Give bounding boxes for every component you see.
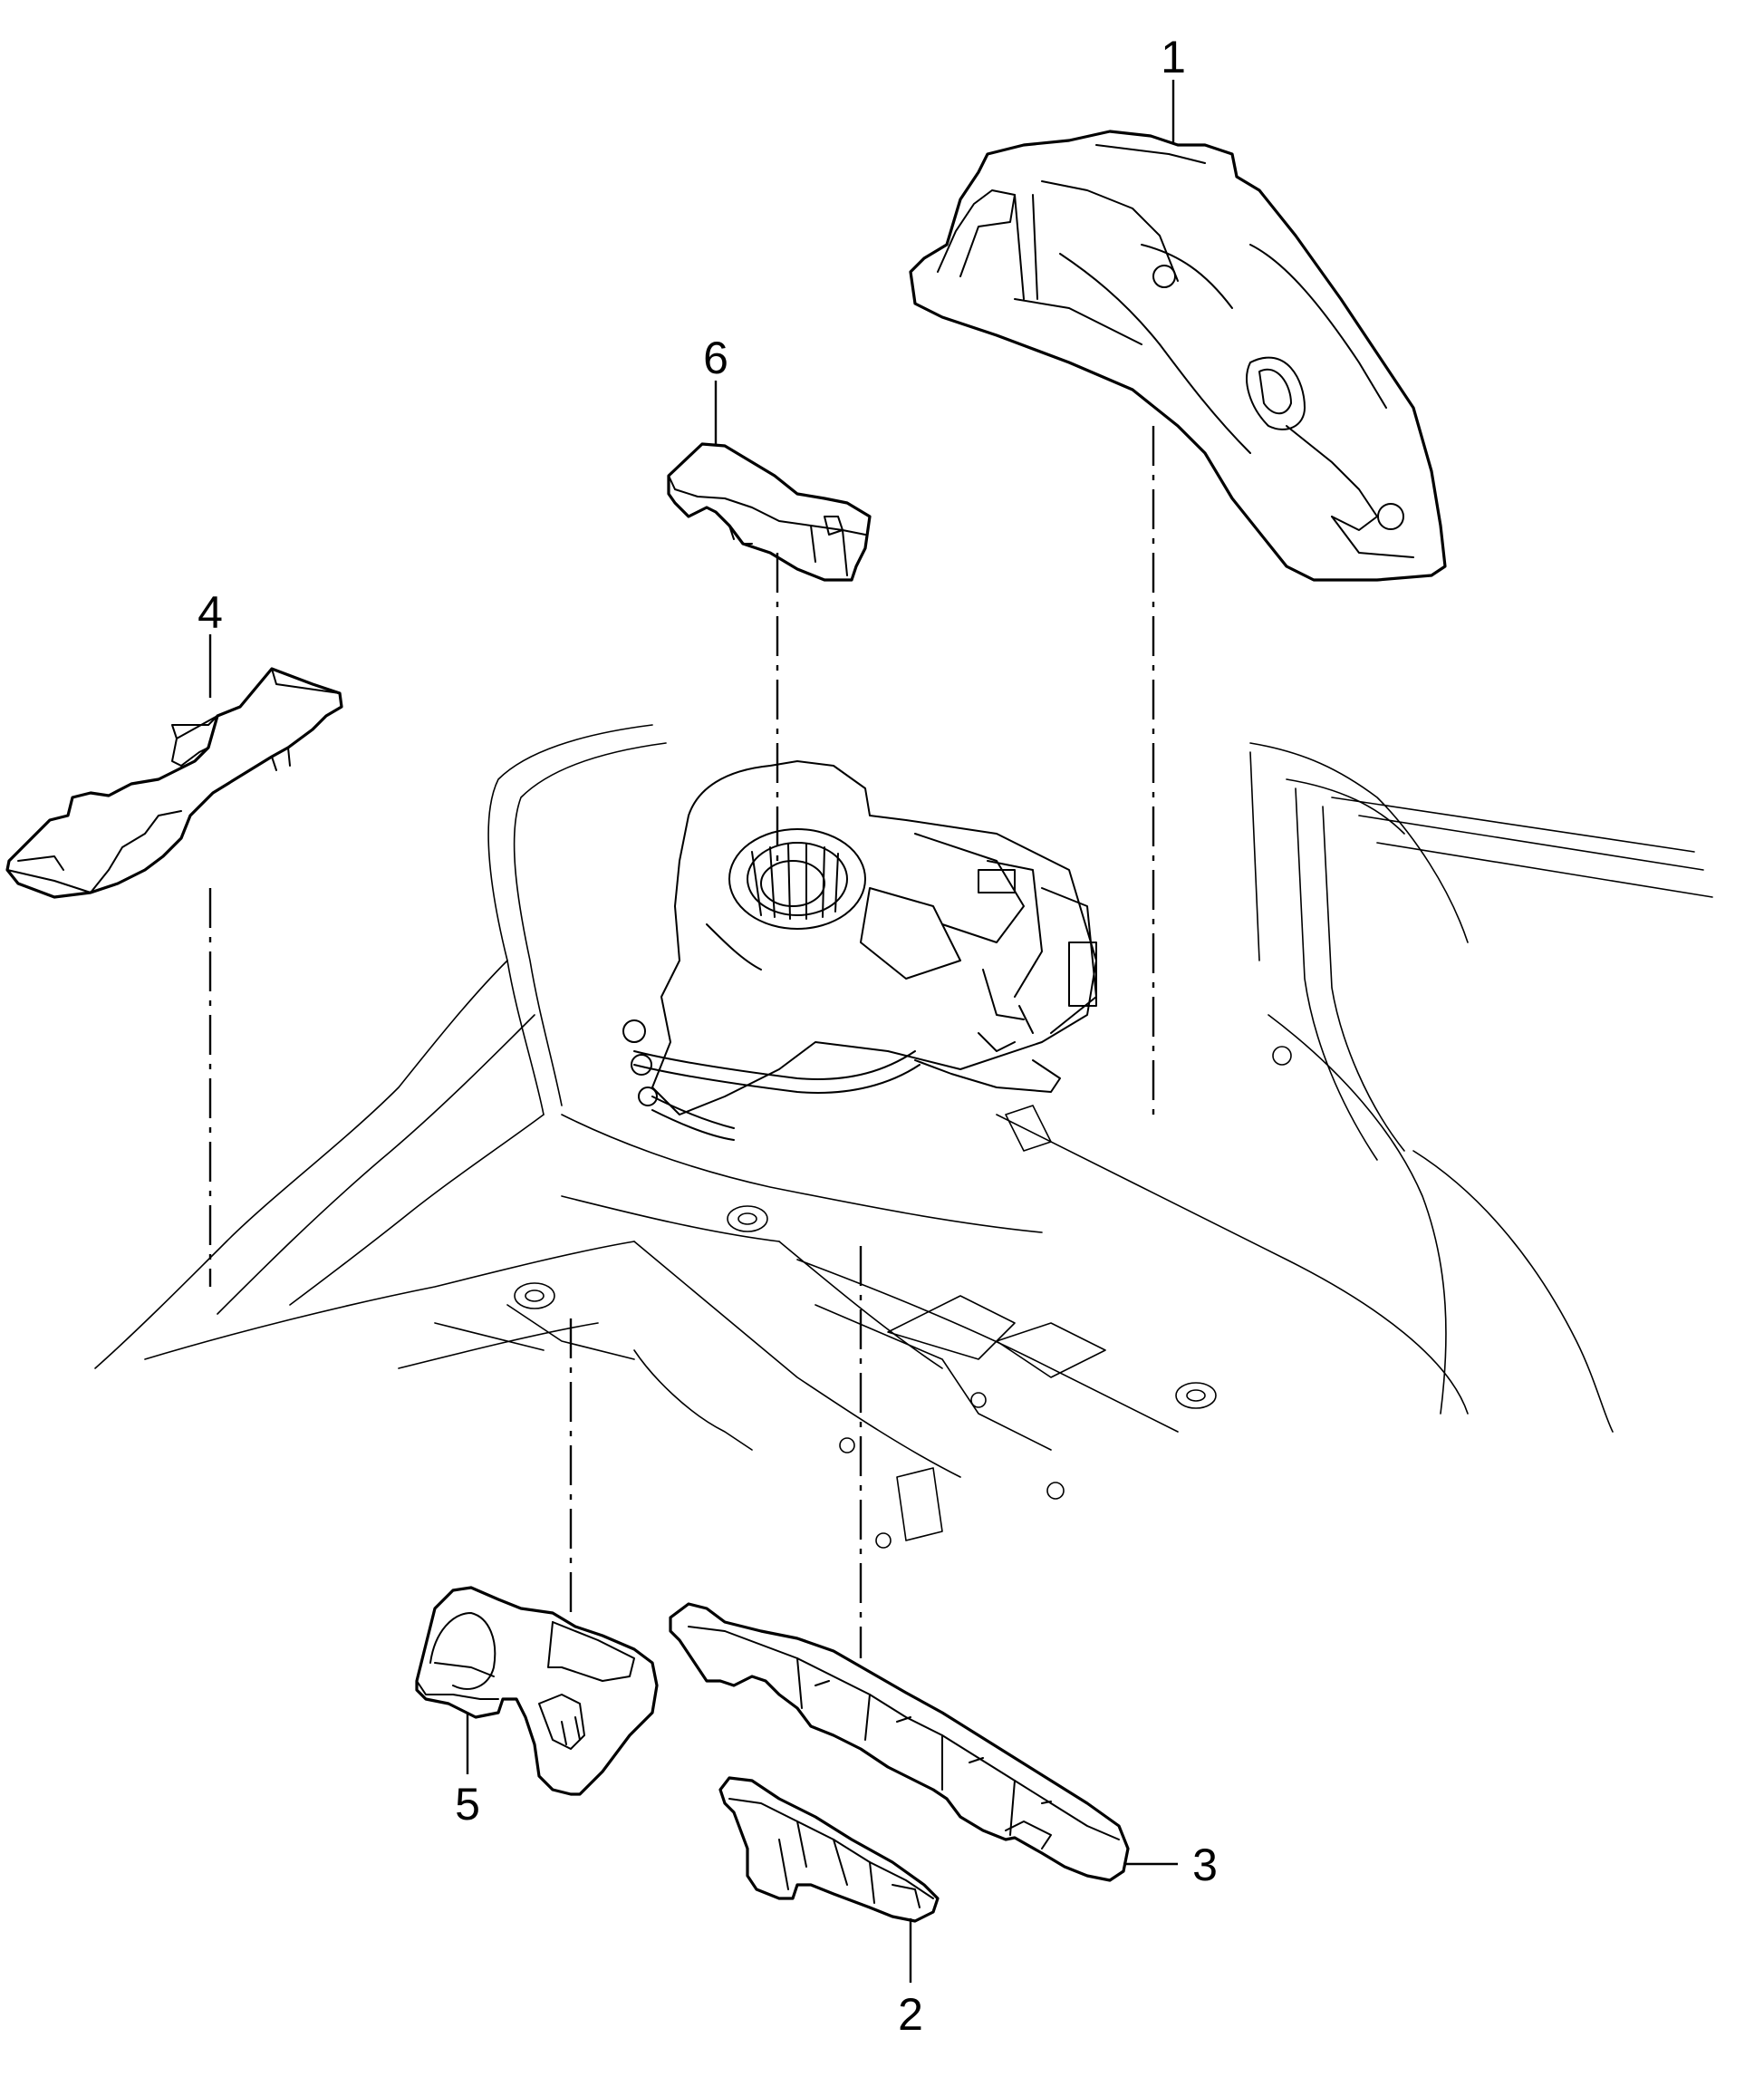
vehicle-body-floor: [94, 724, 1713, 1549]
callout-2: 2: [898, 1989, 923, 2040]
callout-leaders: [208, 80, 1178, 1983]
callout-3: 3: [1192, 1840, 1218, 1890]
part-1-wheel-housing-liner: [909, 130, 1447, 582]
part-5-insulation-piece: [415, 1586, 659, 1796]
callout-5: 5: [455, 1779, 480, 1830]
part-4-floor-insulation-left: [5, 667, 343, 899]
callout-1: 1: [1161, 32, 1186, 82]
callouts: 1 6 4 5 3 2: [198, 32, 1218, 2040]
part-3-long-insulation-strip: [669, 1602, 1130, 1882]
hvac-unit: [622, 760, 1097, 1141]
part-2-small-insulation-piece: [718, 1776, 940, 1923]
callout-6: 6: [703, 333, 728, 383]
callout-4: 4: [198, 587, 223, 638]
part-6-insulation-block: [667, 442, 872, 582]
assembly-centerlines: [208, 426, 1155, 1658]
